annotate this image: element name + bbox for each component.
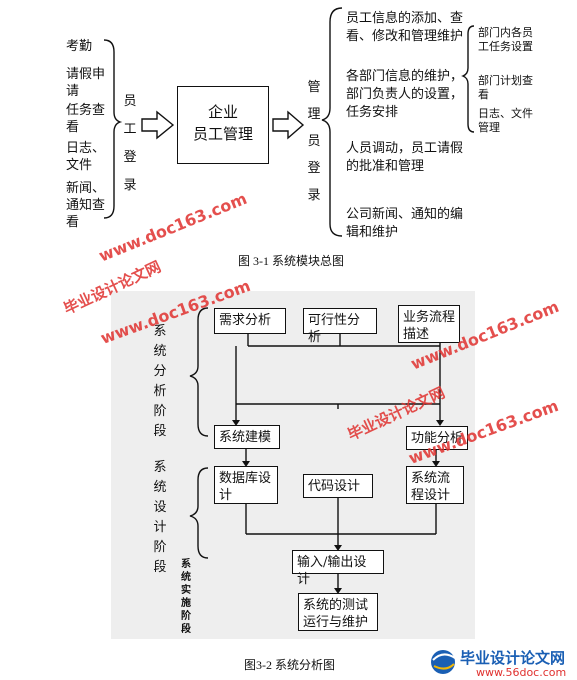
figure1-caption: 图 3-1 系统模块总图: [238, 254, 344, 268]
io-design-box: 输入/输出设计: [292, 550, 384, 587]
left-item-news: 新闻、通知查看: [66, 181, 106, 230]
right-item-employee-info: 员工信息的添加、查看、修改和管理维护: [346, 11, 464, 44]
database-design-box: 数据库设计: [214, 466, 278, 504]
logo-title: 毕业设计论文网: [460, 649, 566, 667]
stage-analysis-label: 系统分析阶段: [153, 324, 167, 439]
sub-item-task-setting: 部门内各员工任务设置: [478, 26, 533, 53]
figure2-caption: 图3-2 系统分析图: [244, 658, 335, 672]
right-item-news-edit: 公司新闻、通知的编辑和维护: [346, 207, 464, 240]
employee-login-label: 员工登录: [123, 94, 137, 193]
admin-login-label: 管理员登录: [307, 80, 321, 203]
center-box-line1: 企业: [207, 103, 238, 121]
left-item-log: 日志、文件: [66, 141, 106, 173]
left-item-attendance: 考勤: [66, 39, 93, 54]
requirement-analysis-box: 需求分析: [214, 308, 286, 334]
feasibility-analysis-box: 可行性分析: [303, 308, 377, 345]
left-item-task: 任务查看: [66, 103, 106, 135]
business-flow-box: 业务流程描述: [398, 305, 460, 343]
test-maintenance-box: 系统的测试运行与维护: [298, 593, 378, 631]
sub-item-log-manage: 日志、文件管理: [478, 107, 533, 134]
right-item-department: 各部门信息的维护，部门负责人的设置，任务安排: [346, 69, 464, 120]
center-box-line2: 员工管理: [192, 125, 253, 143]
stage-design-label: 系统设计阶段: [153, 460, 167, 575]
system-modeling-box: 系统建模: [214, 425, 280, 449]
system-flow-design-box: 系统流程设计: [406, 466, 464, 504]
function-analysis-box: 功能分析: [406, 426, 468, 450]
stage-impl-label: 系统实施阶段: [181, 559, 191, 635]
right-item-transfer: 人员调动，员工请假的批准和管理: [346, 141, 464, 174]
left-item-leave: 请假申请: [66, 67, 106, 99]
sub-item-plan-view: 部门计划查看: [478, 74, 533, 101]
logo-url: www.56doc.com: [476, 666, 567, 679]
code-design-box: 代码设计: [303, 474, 373, 498]
figure2-background: [111, 291, 475, 639]
enterprise-mgmt-box: 企业 员工管理: [177, 86, 269, 164]
